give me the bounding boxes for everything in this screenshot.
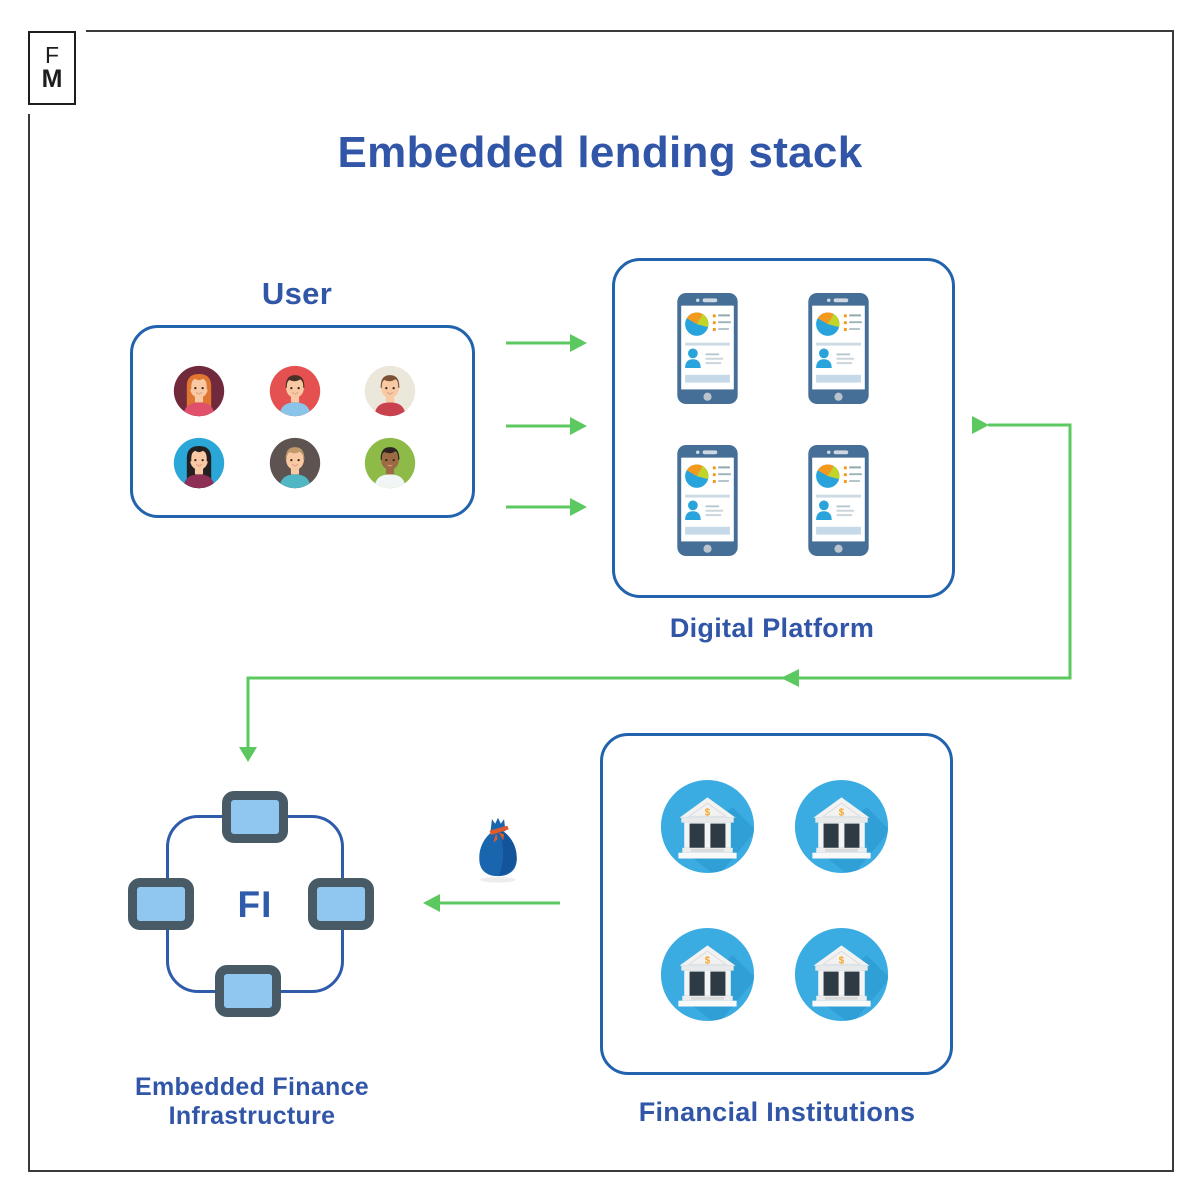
page-border-frame	[28, 30, 1174, 1172]
fi-node-left	[128, 878, 194, 930]
smartphone-icon	[676, 292, 739, 405]
page-title: Embedded lending stack	[337, 128, 863, 177]
fm-brand-logo: F M	[28, 31, 76, 105]
digital-platform-box	[612, 258, 955, 598]
bank-icon	[659, 926, 756, 1023]
avatar-woman-red-hair-icon	[173, 365, 225, 417]
fi-node-bottom	[215, 965, 281, 1017]
user-box	[130, 325, 475, 518]
logo-letter-f: F	[44, 41, 60, 68]
user-section-label: User	[261, 276, 333, 311]
bank-icon	[793, 778, 890, 875]
money-bag-icon	[470, 810, 526, 888]
avatar-man-dark-skin-icon	[364, 437, 416, 489]
avatar-man-sandy-hair-icon	[269, 437, 321, 489]
bank-icon	[793, 926, 890, 1023]
smartphone-icon	[676, 444, 739, 557]
financial-institutions-box	[600, 733, 953, 1075]
avatar-man-dark-hair-icon	[269, 365, 321, 417]
logo-letter-m: M	[41, 64, 63, 93]
embedded-finance-infrastructure-label: Embedded Finance Infrastructure	[102, 1073, 402, 1131]
bank-icon	[659, 778, 756, 875]
avatar-woman-black-hair-icon	[173, 437, 225, 489]
financial-institutions-label: Financial Institutions	[638, 1097, 916, 1127]
efi-label-line2: Infrastructure	[168, 1102, 336, 1130]
smartphone-icon	[807, 444, 870, 557]
digital-platform-label: Digital Platform	[669, 613, 875, 643]
fi-abbreviation: FI	[237, 884, 273, 925]
avatar-man-brown-hair-icon	[364, 365, 416, 417]
efi-label-line1: Embedded Finance	[134, 1073, 369, 1101]
fi-node-right	[308, 878, 374, 930]
fi-node-top	[222, 791, 288, 843]
smartphone-icon	[807, 292, 870, 405]
